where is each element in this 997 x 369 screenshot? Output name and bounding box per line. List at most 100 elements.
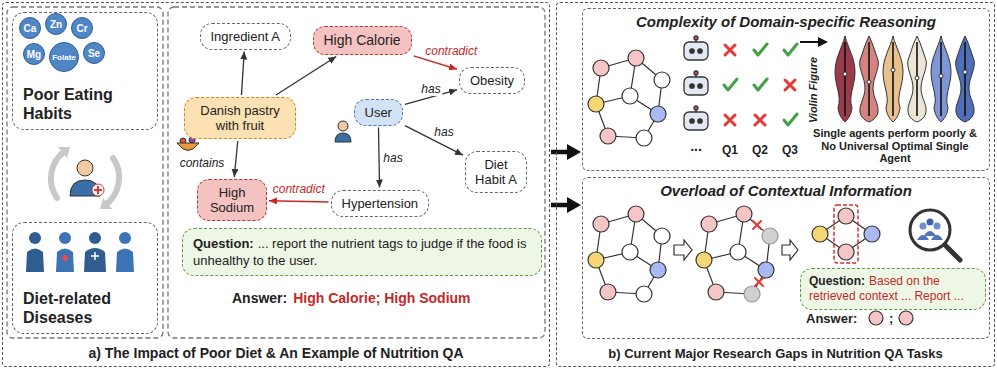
robot-icons xyxy=(684,112,708,130)
pruned-graph xyxy=(762,228,778,244)
magnifier-icon xyxy=(934,223,941,230)
disease-icons xyxy=(26,232,134,272)
robot-icons xyxy=(698,119,702,123)
label-text: Q1 xyxy=(722,143,738,157)
robot-icons xyxy=(690,84,694,88)
answer-circles xyxy=(869,311,913,325)
violin-plot xyxy=(939,74,943,78)
person-icon xyxy=(70,160,104,196)
label-text: ; xyxy=(889,311,893,326)
disease-icons xyxy=(91,252,99,260)
nutrient-tag: High Calorie xyxy=(313,26,412,55)
label-holder: Answer: xyxy=(232,290,287,307)
food-box: Danish pastry with fruit xyxy=(184,97,296,139)
knowledge-graph xyxy=(588,50,670,146)
label-text: Q2 xyxy=(752,143,768,157)
label-text: Q3 xyxy=(782,143,798,157)
flow-arrow xyxy=(818,37,828,47)
node-text: Poor Eating Habits xyxy=(23,85,147,123)
connector xyxy=(551,203,569,208)
label-holder: ... xyxy=(690,138,702,155)
violin-plot xyxy=(956,36,975,122)
violin-plot xyxy=(964,42,966,116)
magnifier-icon xyxy=(920,223,927,230)
violin-plot xyxy=(844,42,846,116)
violin-plot xyxy=(860,36,879,122)
prune-marks xyxy=(753,221,761,229)
edge-label: has xyxy=(432,125,455,139)
violin-plot xyxy=(892,42,894,116)
node-text: Diet Habit A xyxy=(472,157,520,187)
disease-icons xyxy=(62,255,68,261)
context-graph xyxy=(654,228,670,244)
label-text: High Calorie; High Sodium xyxy=(293,290,470,306)
result-marks xyxy=(724,44,797,125)
connector xyxy=(234,141,238,177)
disease-icons xyxy=(29,232,41,244)
connector xyxy=(269,201,329,202)
question-box: Question:Based on the retrieved context … xyxy=(800,268,986,310)
disease-icons xyxy=(56,249,74,273)
robot-icons xyxy=(684,36,708,60)
label-holder: High Calorie; High Sodium xyxy=(293,290,470,307)
context-graph xyxy=(650,262,666,278)
node-text: Danish pastry with fruit xyxy=(191,103,289,133)
label-holder: Q3 xyxy=(782,143,798,157)
nutrient-circle: Cr xyxy=(71,17,93,39)
pruned-graph xyxy=(730,244,746,260)
pruned-graph xyxy=(736,206,752,222)
violin-plot xyxy=(956,36,975,122)
result-marks xyxy=(754,44,767,55)
robot-icons xyxy=(694,71,698,75)
edge-label-holder: contradict xyxy=(423,44,479,58)
node-text: Zn xyxy=(50,19,62,30)
cycle-arrows xyxy=(51,151,119,205)
disease-box: Diet-related Diseases xyxy=(12,222,158,334)
node-text: User xyxy=(365,105,392,120)
magnifier-icon xyxy=(917,231,943,240)
edge-label: contains xyxy=(178,156,227,170)
knowledge-graph xyxy=(650,106,666,122)
violin-plot xyxy=(835,36,974,122)
result-marks xyxy=(725,45,735,55)
magnifier-icon xyxy=(927,219,934,226)
nutrient-circle: Mg xyxy=(23,43,45,65)
violin-plot xyxy=(883,36,903,122)
node-text: Mg xyxy=(27,49,41,60)
edge-label: has xyxy=(419,82,442,96)
node-text: Diet-related Diseases xyxy=(23,289,147,327)
node-text: Se xyxy=(88,48,100,59)
person-icon xyxy=(92,184,104,196)
violin-plot xyxy=(883,36,903,122)
context-graph xyxy=(588,252,604,268)
pruned-graph xyxy=(758,262,774,278)
node-text: Question: xyxy=(809,274,865,288)
knowledge-graph xyxy=(600,128,616,144)
edge-label-holder: contradict xyxy=(271,182,327,196)
cycle-arrows xyxy=(58,147,70,158)
knowledge-graph xyxy=(628,50,644,66)
nutrient-tag: High Sodium xyxy=(197,179,267,221)
edge-label-holder: has xyxy=(381,151,404,165)
robot-icons xyxy=(684,42,708,60)
entity-box: Diet Habit A xyxy=(465,151,527,193)
disease-icons xyxy=(84,248,106,272)
edge-label: contradict xyxy=(423,44,479,58)
node-text: b) Current Major Research Gaps in Nutrit… xyxy=(563,346,988,361)
retrieved-graph xyxy=(838,208,854,224)
node-text: Ingredient A xyxy=(211,29,280,44)
user-box: User xyxy=(354,99,403,126)
retrieved-graph xyxy=(838,244,854,260)
violin-plot xyxy=(860,36,879,122)
retrieved-graph xyxy=(834,205,858,263)
subframe xyxy=(7,7,545,338)
subframe xyxy=(7,7,163,338)
subpanel: Overload of Contextual InformationQuesti… xyxy=(582,177,990,339)
text-line: Question:... report the nutrient tags to… xyxy=(193,235,531,269)
question-box: Question:... report the nutrient tags to… xyxy=(182,228,542,276)
node-text: Ca xyxy=(24,23,37,34)
violin-plot xyxy=(835,36,855,122)
edge-label: contradict xyxy=(271,182,327,196)
connector xyxy=(241,52,244,96)
